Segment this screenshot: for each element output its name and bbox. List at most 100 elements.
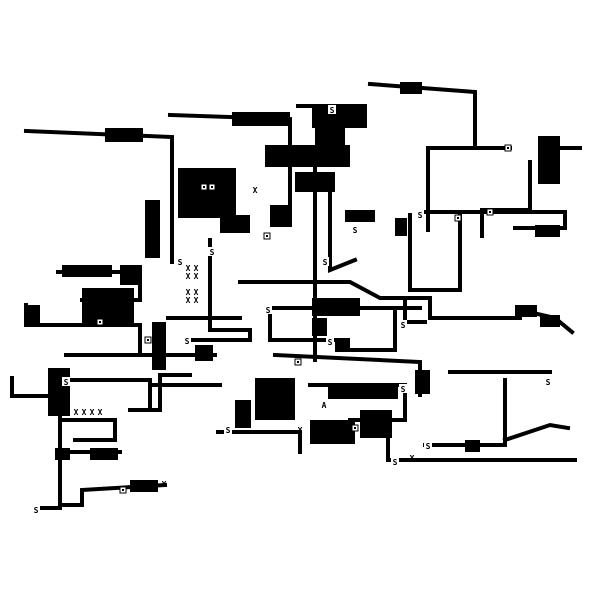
crossing-marker: X (410, 454, 415, 463)
hub-icon-dot (507, 147, 509, 149)
crossing-marker: X (186, 272, 191, 281)
station-block (82, 288, 134, 326)
station-block (152, 322, 166, 370)
station-block (295, 172, 335, 192)
crossing-marker: X (90, 408, 95, 417)
stop-label-bg (321, 257, 329, 266)
track-segment (423, 378, 507, 447)
crossing-marker: X (253, 186, 258, 195)
stop-marker[interactable]: S (328, 338, 333, 347)
stop-marker[interactable]: S (418, 211, 423, 220)
track-lines (10, 81, 582, 510)
track-segment (428, 296, 522, 320)
stop-marker[interactable]: S (266, 306, 271, 315)
station-block (178, 168, 236, 218)
station-block (120, 265, 142, 285)
station-block (335, 338, 350, 352)
track-segment (34, 450, 62, 510)
track-segment (268, 306, 342, 342)
station-block (328, 385, 398, 399)
stop-label-bg (351, 225, 359, 234)
stop-marker[interactable]: S (323, 258, 328, 267)
station-block (62, 265, 112, 277)
station-block (255, 378, 295, 420)
crossing-marker: X (186, 296, 191, 305)
station-block (540, 315, 560, 327)
stop-label-bg (224, 425, 232, 434)
track-segment (58, 418, 117, 442)
crossing-marker: X (194, 264, 199, 273)
station-block (195, 345, 213, 361)
track-segment (128, 373, 192, 412)
hub-icon-dot (99, 321, 101, 323)
stop-marker[interactable]: S (64, 378, 69, 387)
stop-label-bg (328, 105, 336, 114)
stop-marker[interactable]: S (185, 337, 190, 346)
track-segment (328, 178, 358, 273)
station-block (130, 480, 158, 492)
crossing-marker: X (298, 426, 303, 435)
hub-icon-dot (266, 235, 268, 237)
hub-icon-dot (203, 186, 205, 188)
station-blocks (26, 82, 560, 492)
station-block (26, 305, 40, 327)
station-block (235, 400, 251, 428)
track-segment (408, 213, 462, 292)
crossing-marker: X (186, 288, 191, 297)
station-block (400, 82, 422, 94)
stop-label-bg (544, 377, 552, 386)
stop-marker[interactable]: S (34, 506, 39, 515)
hub-icon-dot (457, 217, 459, 219)
stop-label-bg (208, 247, 216, 256)
stop-label-bg (32, 505, 40, 514)
crossing-marker: X (194, 272, 199, 281)
hub-icon-dot (297, 361, 299, 363)
station-block (55, 448, 70, 460)
station-block (312, 298, 360, 316)
station-block (145, 200, 160, 258)
track-segment (338, 308, 397, 352)
stop-marker[interactable]: S (426, 442, 431, 451)
station-block (360, 410, 392, 438)
stop-marker[interactable]: S (226, 426, 231, 435)
station-block (48, 368, 70, 416)
stop-marker[interactable]: S (546, 378, 551, 387)
stop-labels: S S S S S S S S S S S S S S S S S A (32, 105, 552, 515)
stop-marker[interactable]: S (393, 458, 398, 467)
station-block (315, 128, 345, 148)
track-segment (183, 238, 252, 342)
station-block (312, 106, 367, 128)
station-block (312, 318, 327, 336)
station-block (220, 215, 250, 233)
hub-icon-dot (489, 211, 491, 213)
stop-marker[interactable]: S (330, 106, 335, 115)
stop-marker[interactable]: S (353, 226, 358, 235)
crossing-marker: X (162, 480, 167, 489)
station-block (310, 420, 355, 444)
station-block (535, 225, 560, 237)
station-block (465, 440, 480, 452)
stop-marker[interactable]: S (178, 258, 183, 267)
hub-icon-dot (122, 489, 124, 491)
stop-marker[interactable]: S (401, 385, 406, 394)
station-block (515, 305, 537, 317)
crossing-marker: X (82, 408, 87, 417)
stop-marker[interactable]: S (210, 248, 215, 257)
arrival-marker[interactable]: A (322, 401, 327, 410)
station-block (395, 218, 407, 236)
stop-marker[interactable]: S (401, 321, 406, 330)
crossing-marker: X (98, 408, 103, 417)
hub-icon-dot (211, 186, 213, 188)
station-block (270, 205, 292, 227)
stop-label-bg (424, 441, 432, 450)
hub-icon-dot (147, 339, 149, 341)
station-block (538, 136, 560, 184)
station-block (232, 112, 290, 126)
hub-icons (96, 144, 512, 494)
stop-label-bg (391, 457, 399, 466)
stop-label-bg (264, 305, 272, 314)
crossing-marker: X (186, 264, 191, 273)
